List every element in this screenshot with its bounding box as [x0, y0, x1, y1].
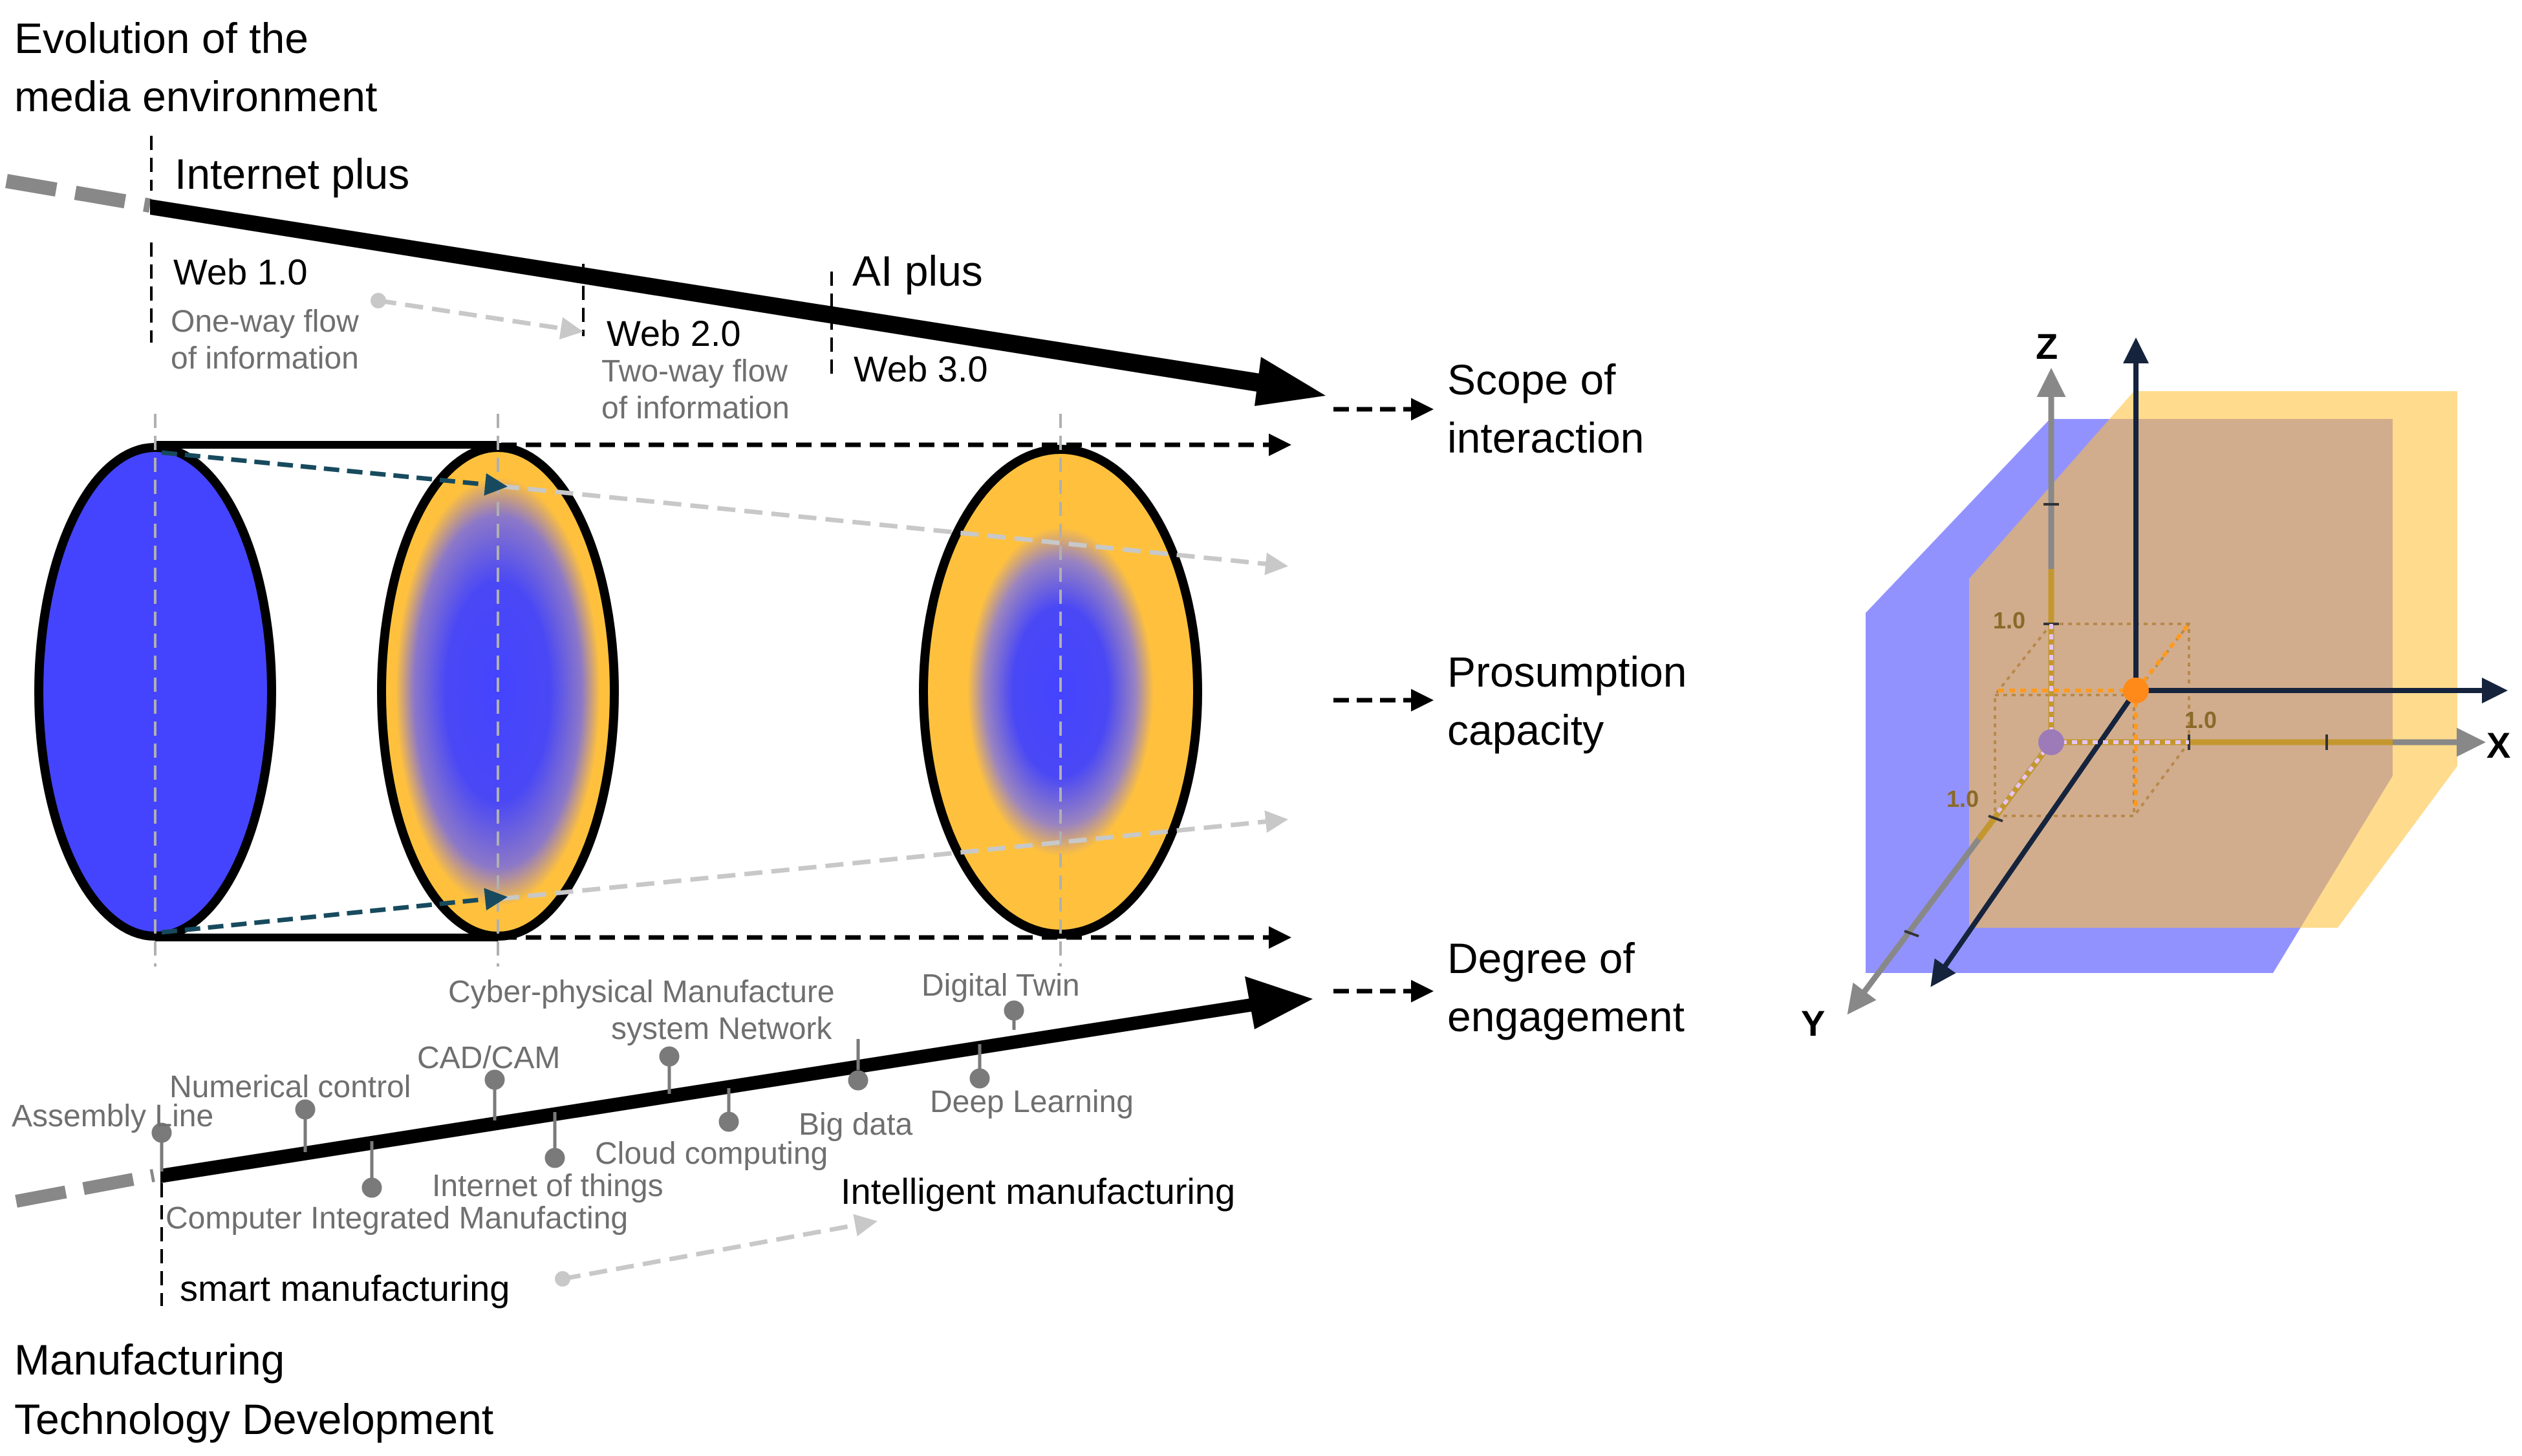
origin-point-purple [2038, 729, 2064, 755]
milestone-cim: Computer Integrated Manufacting [166, 1201, 628, 1236]
milestone-cps-line2: system Network [611, 1012, 832, 1046]
stage-web2: Web 2.0 [607, 313, 741, 354]
web2-desc-line1: Two-way flow [601, 354, 788, 389]
lower-teal-arrow [161, 888, 508, 935]
manuf-title-line1: Manufacturing [14, 1336, 285, 1384]
milestone-deep-learning: Deep Learning [930, 1085, 1134, 1119]
purple-projection-lines [1993, 624, 2189, 817]
y-axis-gold-segment [1976, 740, 2054, 841]
upper-teal-arrow [161, 450, 508, 496]
stage-web1: Web 1.0 [173, 252, 308, 292]
dim-prosumption-line2: capacity [1447, 706, 1604, 754]
web1-desc-line1: One-way flow [171, 305, 359, 339]
milestone-cloud: Cloud computing [595, 1137, 828, 1171]
web2-desc-line2: of information [601, 391, 790, 425]
web1-desc-line2: of information [171, 341, 359, 376]
dim-scope-line2: interaction [1447, 414, 1644, 462]
origin-point-orange [2123, 678, 2149, 703]
axis-label-x: X [2486, 725, 2510, 765]
milestone-cps-line1: Cyber-physical Manufacture [448, 975, 835, 1009]
media-timeline-arrowhead [1255, 357, 1326, 406]
milestone-iot: Internet of things [432, 1169, 663, 1203]
milestone-digital-twin: Digital Twin [921, 969, 1080, 1003]
milestone-big-data: Big data [799, 1108, 912, 1142]
media-title-line2: media environment [14, 72, 377, 120]
tick-label-x: 1.0 [2184, 707, 2217, 733]
orange-plane [1969, 391, 2457, 928]
dim-engagement-line1: Degree of [1447, 934, 1635, 982]
orange-projection-lines [1995, 623, 2191, 808]
manuf-timeline-wedge [160, 996, 1271, 1183]
tick-label-z: 1.0 [1993, 607, 2025, 634]
dim-scope-line1: Scope of [1447, 356, 1616, 403]
stage-intelligent-manufacturing: Intelligent manufacturing [841, 1171, 1235, 1212]
lower-expansion-arrow [501, 810, 1288, 901]
tick-label-y: 1.0 [1946, 786, 1979, 812]
media-title-line1: Evolution of the [14, 14, 308, 62]
milestone-numerical-control: Numerical control [169, 1070, 411, 1104]
media-timeline-wedge [150, 199, 1277, 394]
axis-label-y: Y [1801, 1003, 1825, 1044]
media-timeline-dashed-tail [5, 174, 151, 213]
axes-3d-figure: Z X Y 1.0 1.0 1.0 [1801, 326, 2510, 1044]
dim-prosumption-line1: Prosumption [1447, 648, 1687, 696]
manuf-timeline-dashed-tail [15, 1169, 155, 1208]
y-axis-shifted [1930, 689, 2139, 987]
stage-web3: Web 3.0 [854, 348, 988, 389]
stage-smart-manufacturing: smart manufacturing [180, 1268, 510, 1309]
manuf-milestone-pins [151, 1000, 1024, 1198]
dim-engagement-line2: engagement [1447, 992, 1685, 1040]
web-progress-arrow [378, 298, 583, 340]
stage-internet-plus: Internet plus [175, 150, 409, 198]
milestone-assembly-line: Assembly Line [12, 1099, 213, 1133]
milestone-cad-cam: CAD/CAM [417, 1041, 560, 1075]
stage-ai-plus: AI plus [852, 247, 983, 295]
manuf-title-line2: Technology Development [14, 1395, 493, 1443]
upper-expansion-arrow [501, 484, 1288, 575]
manuf-timeline-arrowhead [1245, 976, 1313, 1029]
axis-label-z: Z [2036, 326, 2058, 367]
